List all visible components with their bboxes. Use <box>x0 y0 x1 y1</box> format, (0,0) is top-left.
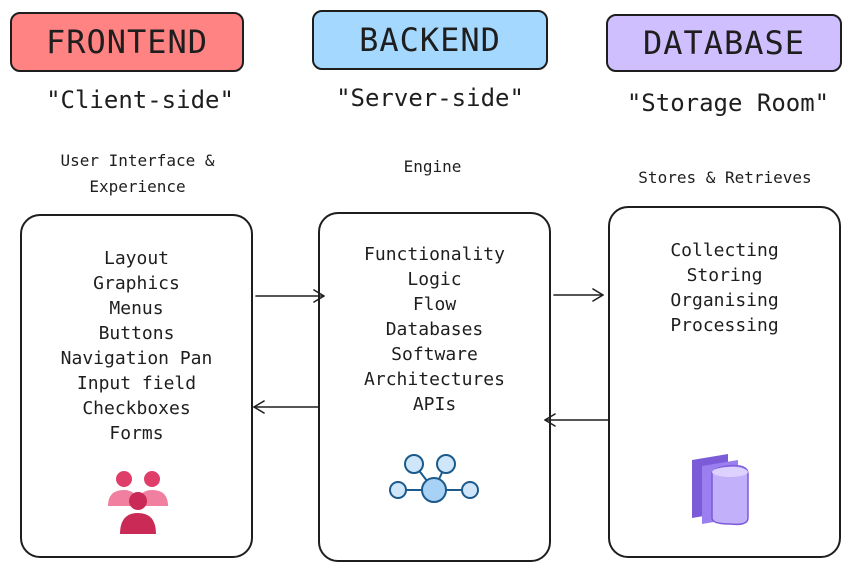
list-item: APIs <box>412 394 457 415</box>
database-caption: Stores & Retrieves <box>638 168 812 187</box>
database-to-backend-arrow <box>544 413 609 427</box>
frontend-item-list: Layout Graphics Menus Buttons Navigation… <box>22 246 251 446</box>
list-item: Storing <box>686 265 763 286</box>
backend-header-label: BACKEND <box>359 21 501 59</box>
backend-subtitle: "Server-side" <box>336 84 524 112</box>
list-item: Forms <box>109 423 164 444</box>
frontend-subtitle: "Client-side" <box>46 86 234 114</box>
list-item: Flow <box>412 294 457 315</box>
list-item: Architectures <box>364 369 505 390</box>
backend-caption: Engine <box>403 157 462 176</box>
list-item: Logic <box>407 269 462 290</box>
list-item: Buttons <box>98 323 175 344</box>
list-item: Menus <box>109 298 164 319</box>
backend-to-database-arrow <box>553 288 604 302</box>
frontend-box: Layout Graphics Menus Buttons Navigation… <box>20 214 253 558</box>
database-header-label: DATABASE <box>642 24 806 62</box>
network-nodes-icon <box>389 454 479 503</box>
frontend-caption: User Interface & Experience <box>60 151 215 196</box>
list-item: Functionality <box>364 244 505 265</box>
list-item: Databases <box>385 319 484 340</box>
list-item: Software <box>391 344 478 365</box>
list-item: Checkboxes <box>82 398 191 419</box>
frontend-header-label: FRONTEND <box>45 23 209 61</box>
list-item: Navigation Pan <box>60 348 213 369</box>
backend-box: Functionality Logic Flow Databases Softw… <box>318 212 551 562</box>
storage-cylinder-icon <box>692 454 749 526</box>
users-group-icon <box>108 471 168 534</box>
database-header: DATABASE <box>606 14 842 72</box>
list-item: Organising <box>670 290 779 311</box>
database-item-list: Collecting Storing Organising Processing <box>610 238 839 338</box>
frontend-header: FRONTEND <box>10 12 244 72</box>
list-item: Layout <box>103 248 170 269</box>
list-item: Processing <box>670 315 779 336</box>
list-item: Input field <box>76 373 197 394</box>
database-box: Collecting Storing Organising Processing <box>608 206 841 558</box>
backend-item-list: Functionality Logic Flow Databases Softw… <box>320 242 549 417</box>
list-item: Collecting <box>670 240 779 261</box>
database-subtitle: "Storage Room" <box>626 89 830 117</box>
backend-to-frontend-arrow <box>253 400 319 414</box>
backend-header: BACKEND <box>312 10 548 70</box>
list-item: Graphics <box>93 273 180 294</box>
frontend-to-backend-arrow <box>255 289 325 303</box>
